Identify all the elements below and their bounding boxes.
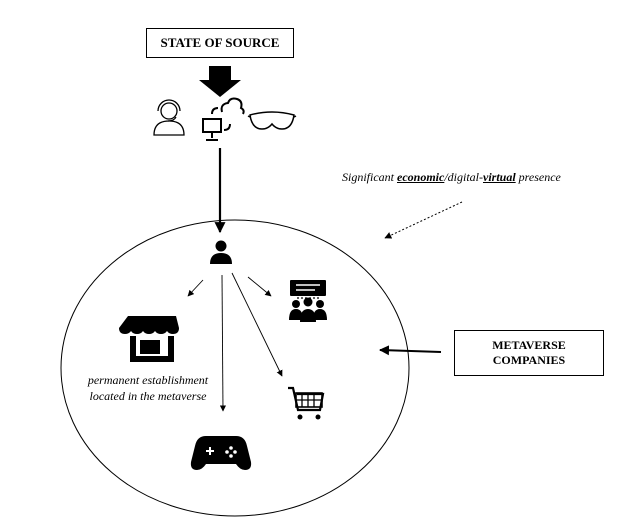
permanent-establishment-note: permanent establishment located in the m… <box>78 372 218 404</box>
audience-presentation-icon <box>289 280 327 322</box>
pe-line2: located in the metaverse <box>89 389 207 403</box>
presence-middle: /digital- <box>444 170 483 184</box>
presence-suffix: presence <box>515 170 561 184</box>
shopping-cart-icon <box>288 386 325 420</box>
presence-economic: economic <box>397 170 445 184</box>
gamepad-icon <box>190 436 252 470</box>
person-arrows <box>187 272 283 412</box>
companies-arrow <box>379 345 442 356</box>
presence-note: Significant economic/digital-virtual pre… <box>342 170 561 185</box>
computer-cloud-icon <box>202 97 245 141</box>
storefront-icon <box>119 316 179 362</box>
presence-virtual: virtual <box>483 170 516 184</box>
person-icon <box>210 240 232 264</box>
metaverse-companies-line2: COMPANIES <box>492 353 566 367</box>
state-of-source-label: STATE OF SOURCE <box>160 35 280 50</box>
metaverse-companies-box: METAVERSE COMPANIES <box>454 330 604 376</box>
user-headset-icon <box>153 99 185 136</box>
presence-prefix: Significant <box>342 170 397 184</box>
state-of-source-box: STATE OF SOURCE <box>146 28 294 58</box>
presence-dotted-arrow <box>384 201 463 239</box>
metaverse-companies-line1: METAVERSE <box>492 338 566 352</box>
big-down-arrow <box>199 66 241 97</box>
vr-headset-icon <box>247 111 297 130</box>
metaverse-circle <box>60 219 410 517</box>
pe-line1: permanent establishment <box>87 373 209 387</box>
